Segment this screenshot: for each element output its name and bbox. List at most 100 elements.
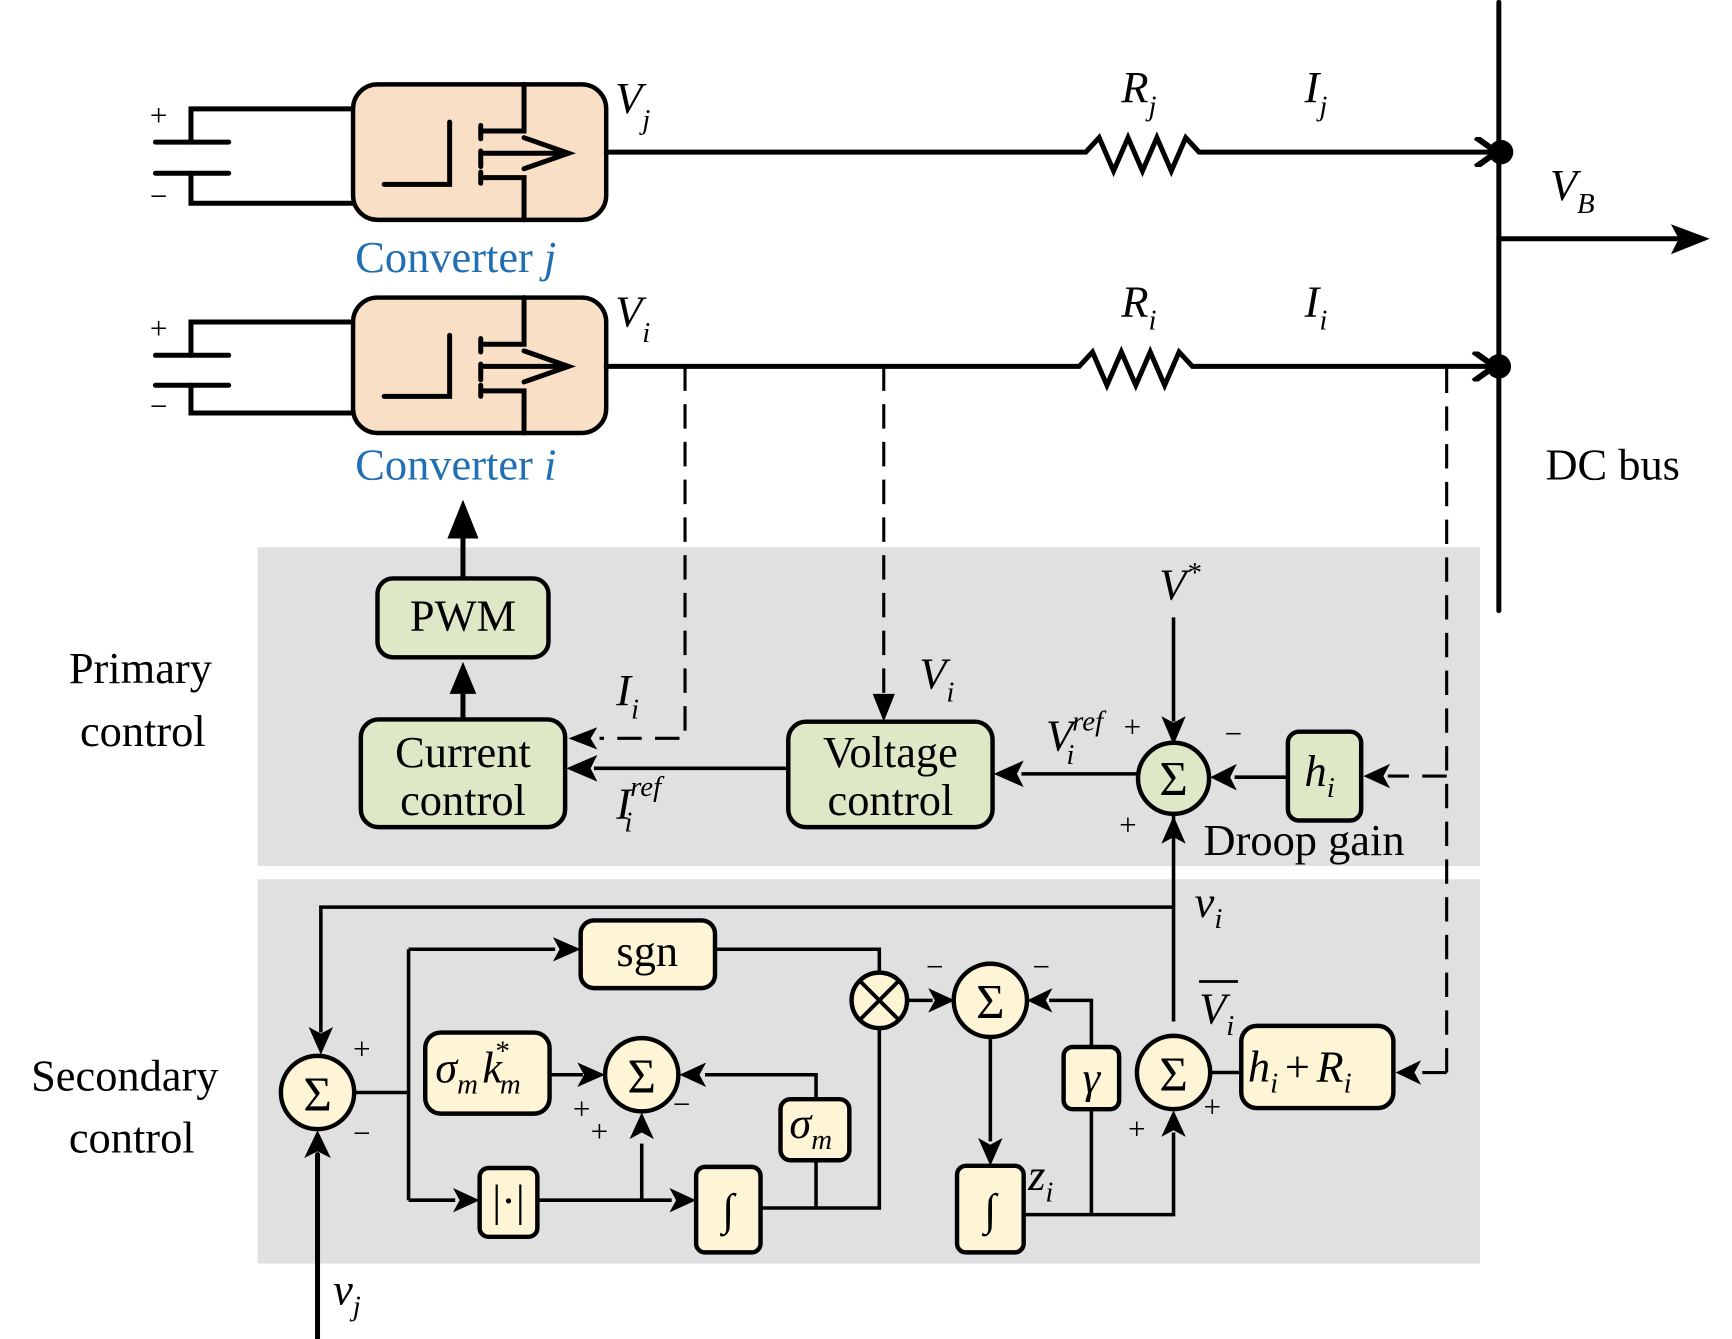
svg-text:control: control bbox=[400, 775, 526, 825]
voltage-ref-label: Viref bbox=[1046, 706, 1107, 771]
sum-sign-plus-top: + bbox=[1124, 709, 1142, 744]
secondary-sum-right: Σ bbox=[1134, 1033, 1213, 1112]
sigma-m-feedback-wire bbox=[705, 1072, 818, 1100]
primary-control-title-2: control bbox=[80, 706, 206, 756]
converter-i-label: Converter i bbox=[355, 440, 556, 490]
svg-text:|·|: |·| bbox=[492, 1176, 525, 1226]
bus-voltage-label: VB bbox=[1550, 160, 1595, 220]
source-j-minus: − bbox=[150, 179, 168, 214]
zi-label: zi bbox=[1027, 1150, 1053, 1208]
arrow-icon bbox=[1026, 988, 1053, 1013]
svg-text:Σ: Σ bbox=[1159, 751, 1187, 806]
svg-text:Σ: Σ bbox=[628, 1049, 656, 1104]
integrator-1-output-wire bbox=[760, 1024, 882, 1210]
sign-plus: + bbox=[1204, 1089, 1222, 1124]
arrow-icon bbox=[1395, 1060, 1422, 1085]
line-j bbox=[603, 131, 1496, 178]
sum-sign-plus-bottom: + bbox=[1119, 807, 1137, 842]
arrow-icon bbox=[872, 693, 895, 722]
arrow-icon bbox=[447, 499, 479, 539]
voltage-vi-label: Vi bbox=[615, 286, 650, 349]
arrow-icon bbox=[449, 661, 477, 694]
droop-gain-block: hi bbox=[1285, 729, 1364, 823]
vj-label: vj bbox=[333, 1265, 361, 1323]
source-j-plus: + bbox=[150, 97, 168, 132]
vi-feedback-wire bbox=[319, 813, 1176, 1033]
sign-plus: + bbox=[591, 1113, 609, 1148]
arrow-icon bbox=[1161, 1110, 1186, 1137]
svg-text:Σ: Σ bbox=[1159, 1046, 1187, 1101]
source-i-minus: − bbox=[150, 388, 168, 423]
secondary-sum-middle: Σ bbox=[602, 1035, 681, 1114]
arrow-icon bbox=[452, 1187, 480, 1213]
arrow-icon bbox=[629, 1112, 654, 1140]
svg-text:sgn: sgn bbox=[616, 926, 678, 976]
secondary-sum-left: Σ bbox=[278, 1053, 357, 1132]
source-i-plus: + bbox=[150, 311, 168, 346]
svg-text:∫: ∫ bbox=[719, 1185, 737, 1237]
arrow-icon bbox=[1210, 763, 1237, 791]
source-j: + − bbox=[150, 97, 356, 214]
arrow-icon bbox=[1363, 763, 1391, 789]
gamma-block: γ bbox=[1061, 1044, 1122, 1112]
pwm-block: PWM bbox=[375, 576, 551, 660]
line-i bbox=[603, 345, 1494, 392]
converter-i-block bbox=[350, 295, 609, 436]
resistor-ri-label: Ri bbox=[1120, 276, 1156, 336]
sgn-output-wire bbox=[715, 947, 882, 974]
current-ref-label: Iiref bbox=[615, 771, 665, 839]
current-ij-label: Ij bbox=[1304, 62, 1328, 122]
bus-node-i bbox=[1486, 354, 1512, 379]
integrator-2-block: ∫ bbox=[954, 1163, 1026, 1255]
svg-text:∫: ∫ bbox=[981, 1185, 999, 1237]
zi-output-wire bbox=[1023, 1109, 1176, 1217]
svg-text:Current: Current bbox=[395, 727, 531, 777]
sign-plus: + bbox=[573, 1091, 591, 1126]
mosfet-icon bbox=[381, 81, 577, 223]
sum-sign-minus-right: − bbox=[1225, 716, 1243, 751]
secondary-sum-gamma: Σ bbox=[951, 961, 1030, 1040]
arrow-icon bbox=[304, 1130, 331, 1159]
svg-text:γ: γ bbox=[1083, 1053, 1102, 1103]
mosfet-icon bbox=[381, 295, 577, 436]
arrow-icon bbox=[679, 1062, 707, 1087]
arrow-icon bbox=[1670, 224, 1710, 255]
current-feedback-label: Ii bbox=[615, 665, 639, 725]
resistor-rj-label: Rj bbox=[1120, 62, 1156, 122]
arrow-icon bbox=[1161, 816, 1186, 844]
arrow-icon bbox=[577, 1062, 606, 1087]
secondary-control-title-1: Secondary bbox=[31, 1050, 219, 1100]
arrow-icon bbox=[978, 1138, 1003, 1166]
vi-label: vi bbox=[1195, 877, 1223, 935]
arrow-icon bbox=[928, 988, 955, 1013]
current-control-block: Current control bbox=[358, 717, 568, 830]
arrow-icon bbox=[993, 760, 1024, 788]
sign-minus: − bbox=[673, 1087, 691, 1122]
vbar-label: Vi bbox=[1199, 984, 1234, 1042]
sigma-m-block: σm bbox=[778, 1096, 852, 1163]
primary-sum-junction: Σ bbox=[1135, 740, 1212, 817]
droop-gain-label: Droop gain bbox=[1204, 815, 1405, 865]
dc-bus-label: DC bus bbox=[1545, 440, 1679, 490]
sgn-block: sgn bbox=[578, 918, 718, 991]
sign-plus: + bbox=[1128, 1111, 1146, 1146]
current-feedback-dashed bbox=[599, 366, 687, 740]
svg-text:hi+Ri: hi+Ri bbox=[1248, 1041, 1352, 1099]
secondary-control-title-2: control bbox=[69, 1112, 195, 1162]
sign-minus: − bbox=[926, 949, 944, 984]
svg-text:σm: σm bbox=[789, 1098, 832, 1156]
arrow-icon bbox=[308, 1027, 334, 1055]
voltage-vj-label: Vj bbox=[615, 73, 650, 136]
arrow-icon bbox=[552, 937, 581, 962]
integrator-1-block: ∫ bbox=[693, 1164, 763, 1255]
svg-text:control: control bbox=[828, 775, 954, 825]
svg-text:Voltage: Voltage bbox=[823, 727, 958, 777]
voltage-feedback-label: Vi bbox=[919, 648, 954, 708]
abs-output-wire bbox=[537, 1143, 672, 1202]
error-branch-wire bbox=[354, 947, 556, 1202]
svg-text:Σ: Σ bbox=[303, 1066, 331, 1121]
arrow-icon bbox=[566, 754, 598, 782]
source-i: + − bbox=[150, 311, 356, 423]
arrow-icon bbox=[1161, 716, 1186, 745]
